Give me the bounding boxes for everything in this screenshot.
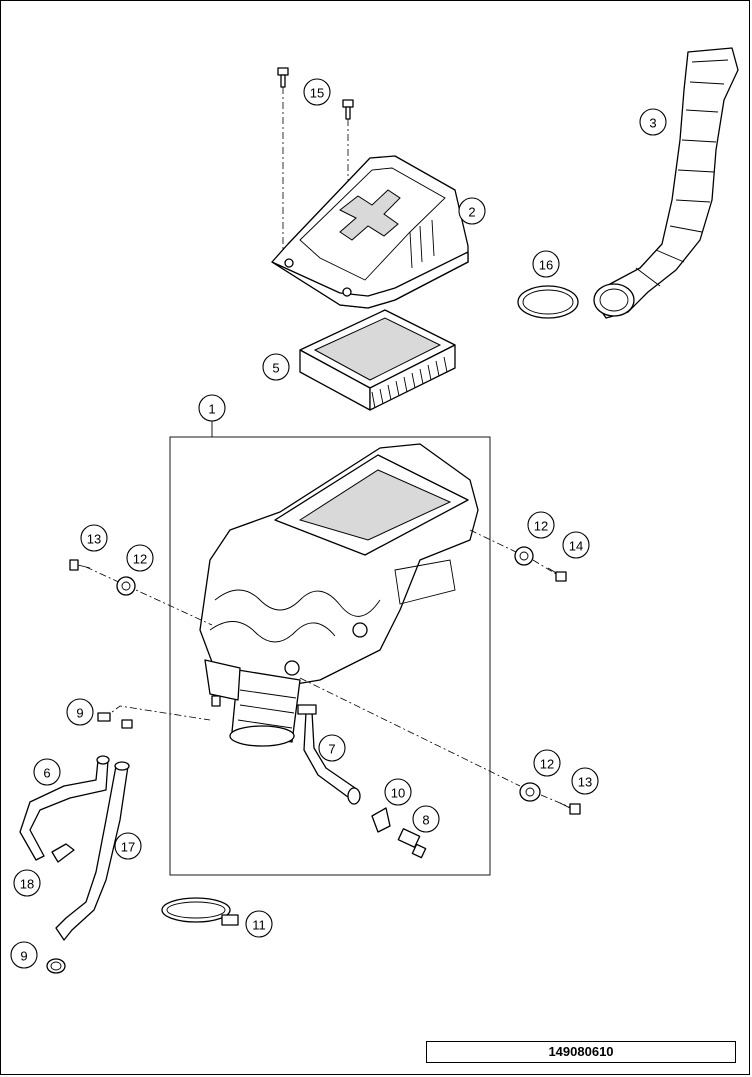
callout-12: 12 — [126, 544, 154, 572]
callout-label: 7 — [328, 742, 335, 757]
part-10-clamp — [371, 807, 391, 833]
part-5-air-filter — [299, 309, 456, 411]
callout-14: 14 — [562, 531, 590, 559]
callout-circle — [262, 353, 290, 381]
callout-circle — [33, 758, 61, 786]
callout-circle — [562, 531, 590, 559]
callout-circle — [13, 869, 41, 897]
callout-circle — [571, 767, 599, 795]
part-18-clip — [51, 843, 75, 863]
callout-12: 12 — [527, 511, 555, 539]
part-3-intake-boot — [593, 47, 739, 319]
callout-label: 10 — [391, 786, 405, 801]
callout-circle — [303, 78, 331, 106]
part-9-clamp-upper — [97, 712, 133, 729]
callout-circle — [10, 941, 38, 969]
callout-label: 2 — [468, 205, 475, 220]
callout-label: 18 — [20, 877, 34, 892]
callout-label: 12 — [534, 519, 548, 534]
callout-label: 8 — [422, 813, 429, 828]
callout-label: 12 — [133, 552, 147, 567]
callout-label: 3 — [649, 116, 656, 131]
callout-label: 13 — [578, 775, 592, 790]
part-9-clamp-lower — [46, 958, 66, 974]
callout-circle — [198, 394, 226, 422]
callout-7: 7 — [318, 734, 346, 762]
callout-label: 17 — [121, 840, 135, 855]
callout-circle — [66, 698, 94, 726]
callout-15: 15 — [303, 78, 331, 106]
callout-8: 8 — [412, 805, 440, 833]
callout-circle — [458, 197, 486, 225]
part-13-screw-right — [559, 802, 581, 815]
part-7-hose — [297, 704, 361, 805]
callout-3: 3 — [639, 108, 667, 136]
part-8-fitting — [397, 828, 427, 859]
part-12-grommet-right-top — [514, 546, 534, 566]
callout-circle — [114, 832, 142, 860]
callout-circle — [527, 511, 555, 539]
part-12-grommet-right-bottom — [519, 782, 541, 802]
callout-10: 10 — [384, 778, 412, 806]
part-2-filter-cover — [271, 155, 469, 309]
part-17-hose — [55, 761, 130, 941]
callout-label: 11 — [252, 918, 266, 933]
callout-circle — [80, 524, 108, 552]
callout-label: 1 — [208, 402, 215, 417]
callout-label: 5 — [272, 361, 279, 376]
callout-circle — [532, 250, 560, 278]
callout-9: 9 — [66, 698, 94, 726]
callout-18: 18 — [13, 869, 41, 897]
callout-13: 13 — [571, 767, 599, 795]
callout-13: 13 — [80, 524, 108, 552]
callout-11: 11 — [245, 910, 273, 938]
callout-5: 5 — [262, 353, 290, 381]
callout-label: 9 — [76, 706, 83, 721]
part-11-hose-clamp — [161, 897, 239, 926]
callout-17: 17 — [114, 832, 142, 860]
callout-circle — [126, 544, 154, 572]
callout-label: 13 — [87, 532, 101, 547]
part-12-grommet-left — [116, 576, 136, 596]
callout-circle — [412, 805, 440, 833]
document-number: 149080610 — [426, 1041, 736, 1063]
callout-label: 15 — [310, 86, 324, 101]
callout-6: 6 — [33, 758, 61, 786]
callout-circle — [245, 910, 273, 938]
callout-circle — [639, 108, 667, 136]
part-1-air-filter-box — [199, 443, 479, 747]
part-16-o-ring — [517, 285, 579, 319]
callout-label: 12 — [540, 757, 554, 772]
callout-circle — [533, 749, 561, 777]
callout-label: 14 — [569, 539, 583, 554]
callout-circle — [384, 778, 412, 806]
callout-2: 2 — [458, 197, 486, 225]
part-1-group-box — [169, 420, 491, 876]
callout-1: 1 — [198, 394, 226, 422]
part-14-screw — [547, 567, 567, 582]
callout-12: 12 — [533, 749, 561, 777]
part-6-hose — [19, 755, 110, 861]
callout-label: 6 — [43, 766, 50, 781]
part-13-screw-left — [69, 559, 91, 571]
callout-9: 9 — [10, 941, 38, 969]
callout-16: 16 — [532, 250, 560, 278]
callout-label: 9 — [20, 949, 27, 964]
callout-circle — [318, 734, 346, 762]
callout-label: 16 — [539, 258, 553, 273]
